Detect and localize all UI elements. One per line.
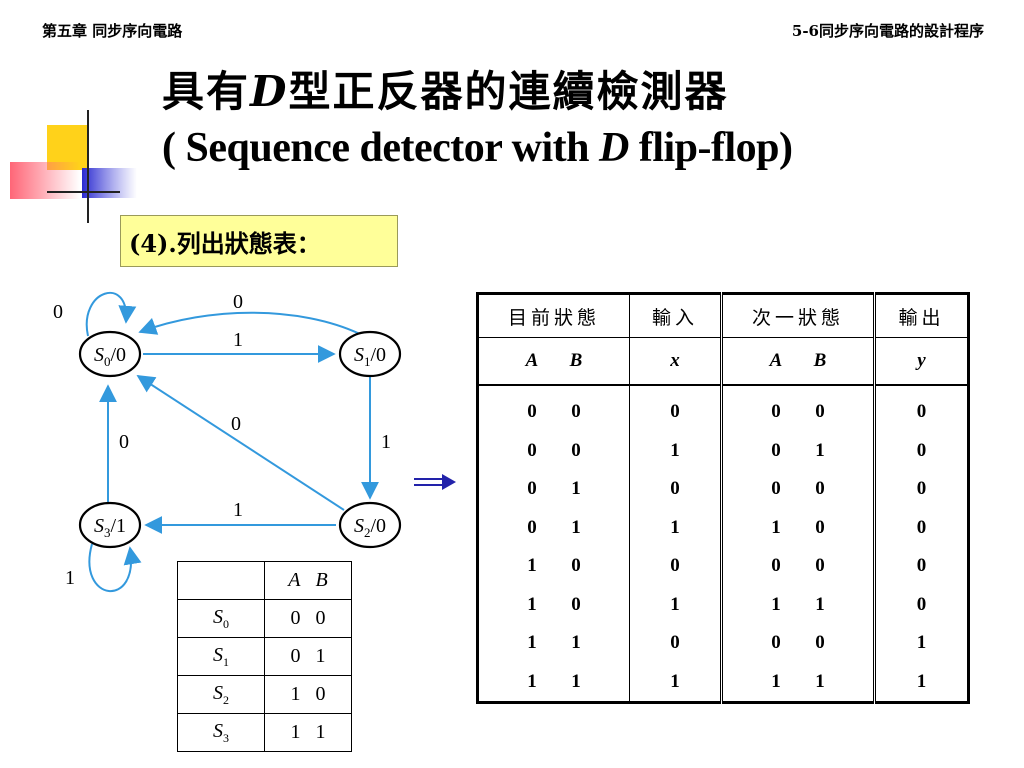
section-header: 5-6同步序向電路的設計程序 xyxy=(791,22,984,40)
table-cell: S3 xyxy=(177,713,265,752)
state-assignment-table: A B S0 0 0 S1 0 1 S2 1 0 S3 1 1 xyxy=(177,561,352,752)
edge-s3-s3 xyxy=(88,543,142,592)
state-s0 xyxy=(78,330,142,378)
table-cell: 1 xyxy=(629,508,722,547)
table-cell: 1 xyxy=(873,624,969,663)
table-cell: 1 xyxy=(873,662,969,703)
edge-s0-s0 xyxy=(85,292,137,337)
header-input: 輸入 xyxy=(629,293,722,338)
edge-s0-s0-label: 0 xyxy=(53,301,63,323)
table-header-cell: A B xyxy=(264,561,352,600)
header-next-state: 次一狀態 xyxy=(720,293,875,338)
table-cell: 1 0 xyxy=(264,675,352,714)
table-cell: 1 xyxy=(629,431,722,470)
table-header-row: 目前狀態 輸入 次一狀態 輸出 xyxy=(477,293,969,338)
state-diagram: S0/0 S1/0 S2/0 S3/1 0 0 1 0 0 1 1 1 xyxy=(53,291,402,592)
table-row: S3 1 1 xyxy=(177,713,352,752)
edge-s2-s3-label: 1 xyxy=(233,499,243,521)
edge-s1-s0 xyxy=(138,311,361,335)
table-cell: 0 xyxy=(873,470,969,509)
table-cell: 1 1 xyxy=(264,713,352,752)
table-cell: 0 xyxy=(873,385,969,432)
table-cell: S2 xyxy=(177,675,265,714)
table-cell: 0 xyxy=(873,508,969,547)
page-title-chinese: 具有D型正反器的連續檢測器 xyxy=(162,67,729,116)
table-row: S1 0 1 xyxy=(177,637,352,676)
chapter-header: 第五章 同步序向電路 xyxy=(42,22,183,40)
table-cell: 1 xyxy=(629,662,722,703)
table-cell: 1 xyxy=(629,585,722,624)
table-cell: S1 xyxy=(177,637,265,676)
state-s1 xyxy=(338,330,402,378)
subheader-x: x xyxy=(629,337,722,386)
edge-s2-s0-label: 0 xyxy=(231,413,241,435)
state-s0-label: S0/0 xyxy=(94,344,126,369)
table-row: S0 0 0 xyxy=(177,599,352,638)
edge-s2-s0 xyxy=(136,375,345,511)
table-cell: 0 xyxy=(629,547,722,586)
step-label: (4).列出狀態表： xyxy=(120,215,398,267)
state-s3 xyxy=(78,501,142,549)
table-cell: 0 xyxy=(629,624,722,663)
edge-s0-s1-label: 1 xyxy=(233,329,243,351)
edge-s3-s0-label: 0 xyxy=(119,431,129,453)
table-cell: 0 0 xyxy=(264,599,352,638)
table-cell: 0 xyxy=(629,385,722,432)
state-s2 xyxy=(338,501,402,549)
table-cell xyxy=(177,561,265,600)
edge-s3-s3-label: 1 xyxy=(65,567,75,589)
header-output: 輸出 xyxy=(873,293,969,338)
subheader-y: y xyxy=(873,337,969,386)
table-row: S2 1 0 xyxy=(177,675,352,714)
edge-s1-s2-label: 1 xyxy=(381,431,391,453)
table-row: A B xyxy=(177,561,352,600)
state-s2-label: S2/0 xyxy=(354,515,386,540)
state-s3-label: S3/1 xyxy=(94,515,126,540)
table-cell: 0 xyxy=(629,470,722,509)
table-cell: 0 xyxy=(873,431,969,470)
decorative-squares xyxy=(10,110,137,223)
table-cell: S0 xyxy=(177,599,265,638)
header-present-state: 目前狀態 xyxy=(477,293,630,338)
table-cell: 0 1 xyxy=(264,637,352,676)
right-double-arrow-icon xyxy=(414,474,456,490)
edge-s1-s0-label: 0 xyxy=(233,291,243,313)
table-cell: 0 xyxy=(873,585,969,624)
state-s1-label: S1/0 xyxy=(354,344,386,369)
page-title-english: ( Sequence detector with D flip-flop) xyxy=(162,125,793,171)
table-cell: 0 xyxy=(873,547,969,586)
